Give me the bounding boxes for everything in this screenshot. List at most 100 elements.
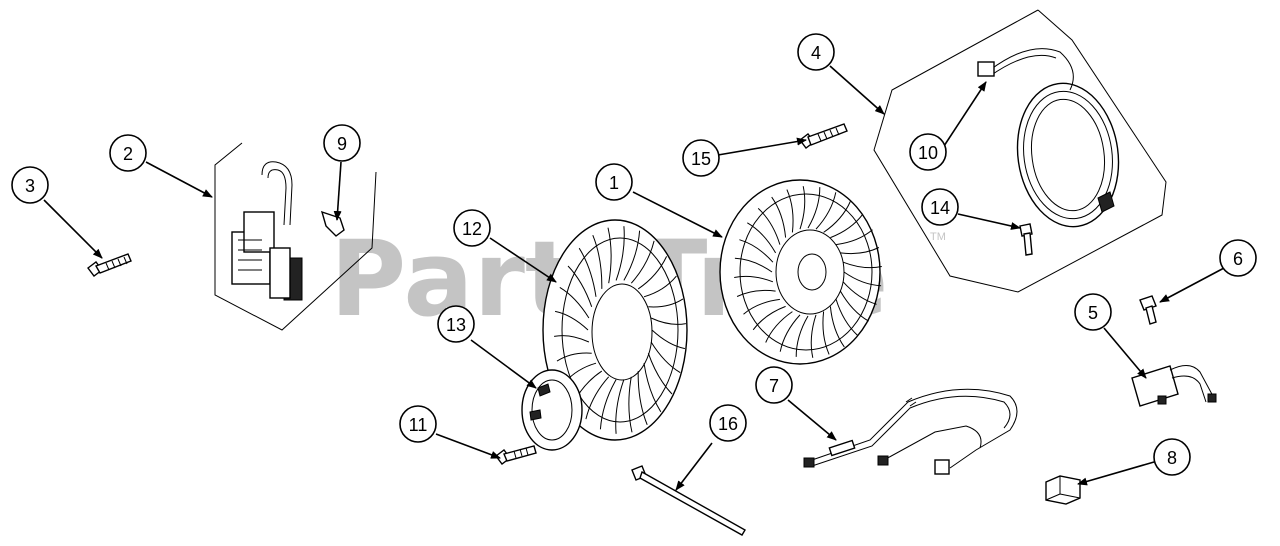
fan-blade xyxy=(578,247,597,297)
fan-blade xyxy=(839,290,869,322)
fan-blade xyxy=(650,317,686,325)
callout-15[interactable]: 15 xyxy=(682,139,720,177)
callout-11-label: 11 xyxy=(409,415,428,435)
watermark-trademark: TM xyxy=(930,231,946,243)
part-5-regulator[interactable] xyxy=(1131,365,1217,407)
fan-blade xyxy=(765,311,793,343)
fan-blade xyxy=(747,222,777,254)
callout-15-label: 15 xyxy=(691,149,711,169)
fan-blade xyxy=(592,235,603,289)
fan-blade xyxy=(757,208,781,245)
part-14-screw[interactable] xyxy=(1019,223,1033,256)
callout-14[interactable]: 14 xyxy=(921,188,959,226)
fan-blade xyxy=(739,239,774,263)
fan-blade xyxy=(736,289,776,297)
part-4-stator-group[interactable] xyxy=(873,9,1167,293)
fan-blade xyxy=(840,247,880,255)
fan-blade xyxy=(842,281,877,305)
callout-4[interactable]: 4 xyxy=(797,33,835,71)
fan-blade xyxy=(743,298,780,315)
fan-blade xyxy=(771,196,787,238)
leader-lines xyxy=(43,65,1225,491)
fan-blade xyxy=(807,187,821,229)
fan-blade xyxy=(799,186,806,230)
fan-blade xyxy=(779,314,801,352)
callout-10[interactable]: 10 xyxy=(909,133,947,171)
fan-blade xyxy=(559,286,590,319)
callout-16[interactable]: 16 xyxy=(709,404,747,442)
fan-blade xyxy=(555,310,589,331)
part-15-bolt[interactable] xyxy=(799,123,848,149)
callout-13[interactable]: 13 xyxy=(437,305,475,343)
callout-5-label: 5 xyxy=(1088,303,1098,323)
callout-9-label: 9 xyxy=(337,134,347,154)
fan-blade xyxy=(607,227,612,284)
callout-8[interactable]: 8 xyxy=(1153,438,1191,476)
fan-blade xyxy=(830,213,864,239)
fan-blade xyxy=(637,256,668,290)
callout-14-label: 14 xyxy=(930,198,950,218)
callout-10-label: 10 xyxy=(918,143,938,163)
fan-blade xyxy=(567,265,593,307)
fan-blade xyxy=(752,305,786,331)
fan-blade xyxy=(585,376,610,420)
fan-blade xyxy=(599,379,617,430)
callout-4-label: 4 xyxy=(811,43,821,63)
part-7-wire-harness[interactable] xyxy=(803,388,1018,475)
fan-blade xyxy=(734,257,773,273)
callout-7-label: 7 xyxy=(769,376,779,396)
part-9-clip[interactable] xyxy=(320,210,345,237)
fan-blade xyxy=(648,298,684,308)
fan-blade xyxy=(829,306,845,348)
fan-blade xyxy=(556,352,592,362)
fan-blade xyxy=(823,201,851,233)
fan-blade xyxy=(637,371,648,425)
fan-blade xyxy=(836,229,873,246)
fan-blade xyxy=(650,341,681,374)
fan-blade xyxy=(623,230,641,281)
fan-blade xyxy=(651,329,685,350)
fan-blade xyxy=(643,363,662,413)
part-3-screw[interactable] xyxy=(87,253,132,277)
callout-9[interactable]: 9 xyxy=(323,124,361,162)
fan-blade xyxy=(643,275,677,298)
callout-5[interactable]: 5 xyxy=(1074,293,1112,331)
callout-11[interactable]: 11 xyxy=(399,405,437,443)
fan-blade xyxy=(734,275,774,283)
callouts: 3 2 9 12 13 11 16 1 15 4 10 14 6 5 7 8 xyxy=(11,33,1257,476)
fan-blade xyxy=(628,376,633,433)
callout-12-label: 12 xyxy=(462,219,482,239)
fan-blade xyxy=(815,192,837,230)
part-8-fitting[interactable] xyxy=(1045,475,1081,505)
part-16-cable-tie[interactable] xyxy=(631,465,746,536)
fan-blade xyxy=(554,335,590,343)
callout-2[interactable]: 2 xyxy=(109,134,147,172)
fan-blade xyxy=(843,271,882,287)
fan-blade xyxy=(842,261,882,269)
part-1-flywheel[interactable] xyxy=(719,179,882,365)
fan-blade xyxy=(810,314,817,358)
fan-blade xyxy=(835,299,859,336)
ignition-module-group[interactable] xyxy=(214,142,377,331)
part-11-bolt[interactable] xyxy=(495,445,537,465)
callout-2-label: 2 xyxy=(123,144,133,164)
fan-blade xyxy=(786,189,794,233)
fan-blade xyxy=(630,240,655,284)
callout-16-label: 16 xyxy=(718,414,738,434)
callout-12[interactable]: 12 xyxy=(453,209,491,247)
fan-blade xyxy=(615,226,625,281)
part-13-flange[interactable] xyxy=(521,369,583,451)
callout-7[interactable]: 7 xyxy=(755,366,793,404)
fan-blade xyxy=(615,379,625,434)
callout-13-label: 13 xyxy=(446,315,466,335)
callout-6[interactable]: 6 xyxy=(1219,239,1257,277)
callout-8-label: 8 xyxy=(1167,448,1177,468)
callout-3-label: 3 xyxy=(25,176,35,196)
part-6-screw[interactable] xyxy=(1139,295,1157,325)
part-12-flywheel-fan[interactable] xyxy=(542,219,688,441)
callout-1[interactable]: 1 xyxy=(595,163,633,201)
fan-blade xyxy=(822,311,830,355)
callout-3[interactable]: 3 xyxy=(11,166,49,204)
callout-1-label: 1 xyxy=(609,173,619,193)
